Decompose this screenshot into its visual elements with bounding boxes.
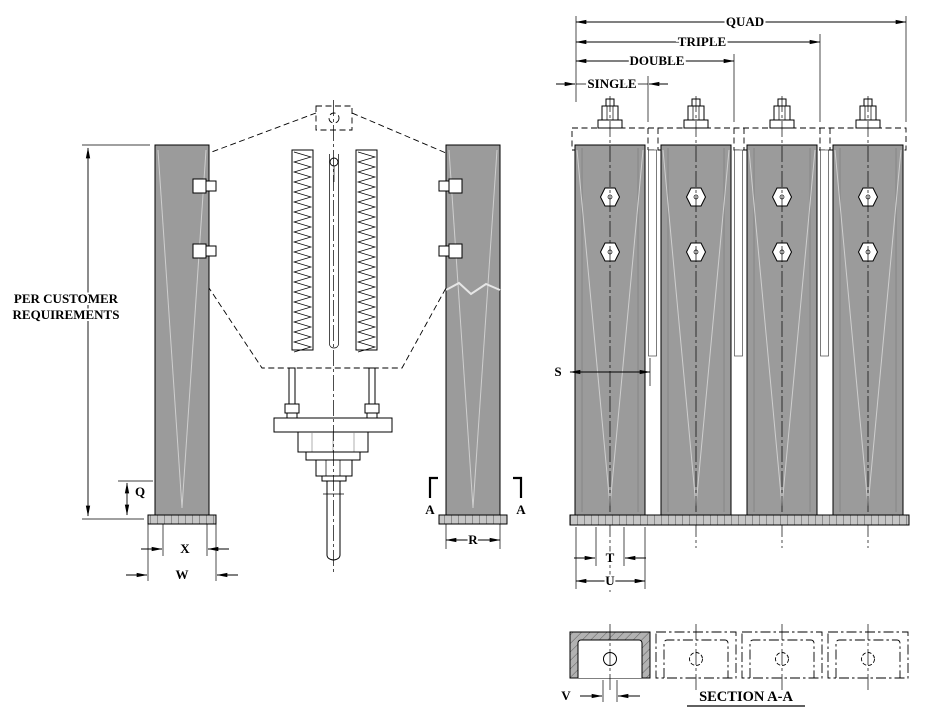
dim-q: Q [118,480,153,516]
dim-double: DOUBLE [575,51,735,70]
break-line [445,281,501,296]
side-extension-lines [575,16,907,122]
dim-v: V [559,680,640,705]
dim-label-v: V [561,688,571,703]
section-cut-markers: A A [423,476,528,519]
gap-plate-3 [820,149,829,357]
height-note-line1: PER CUSTOMER [14,291,119,306]
dim-label-u: U [605,573,615,588]
height-note-line2: REQUIREMENTS [13,307,120,322]
front-left-column [154,144,210,516]
front-right-base-pad [438,514,508,525]
side-base-plate [569,514,910,526]
dim-u: U [575,527,646,590]
serrated-rack-left [291,149,314,353]
dim-r: R [445,524,501,549]
dim-single: SINGLE [556,74,668,93]
dim-label-t: T [606,550,615,565]
center-screw-slot [329,154,339,349]
front-view: PER CUSTOMER REQUIREMENTS Q X W [11,100,528,584]
dim-label-q: Q [135,484,145,499]
section-marker-a-right: A [516,502,526,517]
side-view: QUAD TRIPLE DOUBLE SINGLE S T [552,12,910,592]
dim-label-s: S [554,364,561,379]
gap-plate-2 [734,149,743,357]
dim-label-double: DOUBLE [630,53,685,68]
dim-triple: TRIPLE [575,32,821,51]
clamp-body-hidden-outline [208,105,447,369]
dim-label-r: R [468,532,478,547]
front-right-column [445,144,501,516]
section-aa-view: V SECTION A-A [559,624,909,707]
clamp-bolt [192,178,463,259]
dim-s: S [552,358,651,386]
gap-plate-1 [648,149,657,357]
dim-overall-height: PER CUSTOMER REQUIREMENTS [11,144,150,520]
serrated-rack-right [355,149,378,353]
front-left-base-pad [147,514,217,525]
dim-label-w: W [176,567,189,582]
section-title: SECTION A-A [699,689,793,705]
dim-label-quad: QUAD [726,14,764,29]
dim-label-x: X [180,541,190,556]
dim-t: T [574,527,646,567]
section-marker-a-left: A [425,502,435,517]
dim-label-single: SINGLE [587,76,636,91]
dim-label-triple: TRIPLE [678,34,726,49]
dim-w: W [126,524,238,584]
jack-assembly [273,367,393,561]
dim-quad: QUAD [575,12,907,31]
dim-x: X [141,524,229,558]
